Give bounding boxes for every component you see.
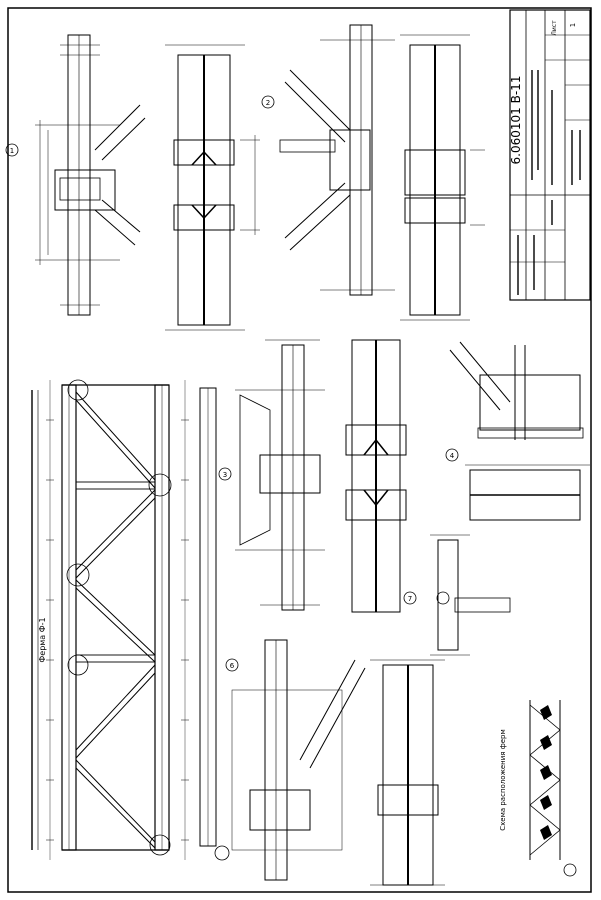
node-marker-7: 7 — [408, 595, 412, 603]
scheme-markers — [540, 705, 552, 840]
section-view-e — [370, 659, 445, 886]
detail-node-5 — [430, 534, 511, 656]
section-view-b — [400, 34, 485, 321]
truss-label: Ферма Ф-1 — [38, 617, 47, 662]
sheet-value: 1 — [569, 23, 577, 27]
sheet-frame — [7, 7, 592, 893]
title-block: 6.060101 В-11 Лист 1 — [509, 9, 591, 301]
node-marker-6: 6 — [230, 662, 235, 670]
scheme-label: Схема расположения ферм — [499, 729, 507, 831]
drawing-number: 6.060101 В-11 — [509, 76, 523, 165]
truss-f1 — [31, 379, 230, 861]
truss-dimension-ticks — [46, 419, 189, 841]
detail-node-4 — [445, 341, 584, 462]
sheet-label: Лист — [551, 20, 558, 36]
section-view-d — [465, 464, 590, 521]
detail-node-1 — [5, 34, 146, 316]
truss-placement-scheme — [529, 700, 577, 877]
node-marker-2: 2 — [266, 99, 270, 107]
node-marker-1: 1 — [10, 147, 14, 155]
detail-node-3 — [218, 339, 325, 611]
section-view-c — [345, 339, 417, 613]
section-view-a — [165, 44, 260, 331]
node-marker-4: 4 — [450, 452, 455, 460]
detail-node-2 — [261, 24, 395, 296]
detail-node-6 — [225, 639, 366, 881]
node-marker-3: 3 — [223, 471, 227, 479]
